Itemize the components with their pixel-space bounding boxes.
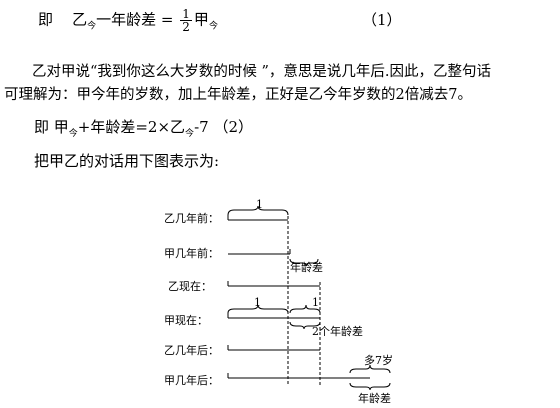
row-label-yi-before: 乙几年前：	[164, 211, 219, 225]
equation-2: 即 甲今+年龄差=2×乙今-7 （2）	[34, 116, 253, 139]
label-one-left: 1	[254, 296, 261, 309]
eq2-suffix: -7 （2）	[194, 118, 253, 136]
eq1-jia: 甲	[193, 10, 209, 29]
equation-1-label: （1）	[362, 11, 402, 29]
label-one-right: 1	[312, 296, 319, 309]
brace-one-left	[227, 304, 289, 314]
paragraph-line-2: 可理解为：甲今年的岁数，加上年龄差，正好是乙今年岁数的2倍减去7。	[4, 87, 472, 103]
eq2-sub2: 今	[185, 129, 195, 139]
label-two-age-diff: 2个年龄差	[312, 324, 363, 338]
eq1-den: 2	[182, 20, 190, 34]
label-one-top: 1	[256, 198, 263, 211]
brace-one-right	[289, 304, 321, 314]
eq2-mid: +年龄差=2×乙	[77, 118, 186, 136]
paragraph-line-1: 乙对甲说“我到你这么大岁数的时候 ”，意思是说几年后.因此，乙整句话	[32, 64, 492, 80]
row-label-yi-after: 乙几年后：	[164, 343, 219, 357]
label-age-diff-2: 年龄差	[358, 391, 391, 405]
eq2-prefix: 即 甲	[34, 118, 69, 136]
brace-yi-before	[227, 205, 289, 216]
brace-two-age-diff	[289, 321, 321, 330]
row-label-jia-after: 甲几年后：	[164, 373, 219, 387]
eq1-sub2: 今	[208, 21, 218, 32]
eq1-yi: 乙	[72, 10, 88, 29]
eq1-sub: 今	[87, 21, 97, 32]
row-label-jia-now: 甲现在：	[164, 314, 208, 327]
label-more-7: 多7岁	[364, 353, 393, 367]
eq2-sub: 今	[68, 129, 78, 139]
diagram-intro: 把甲乙的对话用下图表示为:	[34, 152, 220, 170]
row-label-yi-now: 乙现在：	[168, 280, 212, 293]
eq1-equals: =	[160, 10, 174, 29]
eq1-num: 1	[180, 7, 192, 21]
brace-age-diff-1	[289, 258, 319, 267]
brace-age-diff-2	[349, 382, 391, 391]
brace-more-7	[349, 364, 391, 374]
eq1-ji: 即	[38, 10, 54, 29]
row-label-jia-before: 甲几年前：	[164, 246, 219, 260]
label-age-diff-1: 年龄差	[290, 260, 323, 274]
eq1-minus-text: 一年龄差	[96, 10, 157, 29]
